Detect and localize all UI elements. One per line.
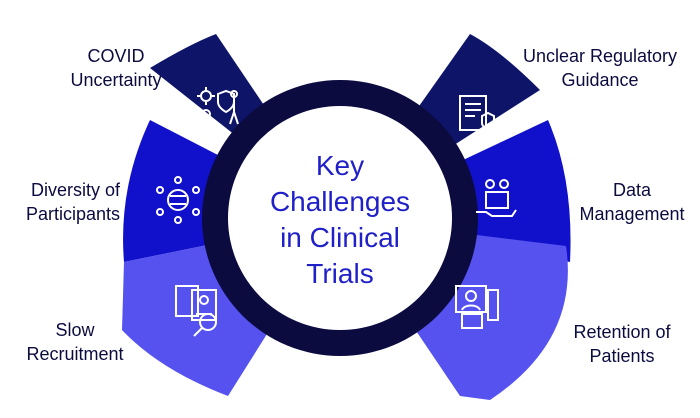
- center-circle: [228, 106, 452, 330]
- label-retention-line-2: Patients: [589, 346, 655, 366]
- label-data: Data Management: [570, 178, 694, 226]
- label-diversity-line-2: Participants: [25, 204, 120, 224]
- title-line-2: Challenges: [269, 186, 411, 217]
- patient-record-icon: [455, 285, 499, 329]
- hand-gears-box-icon: [476, 179, 517, 217]
- label-recruitment-line-1: Slow: [55, 320, 95, 340]
- profile-search-icon: [175, 285, 217, 337]
- virus-shield-person-icon: [197, 87, 239, 125]
- label-regulatory-line-2: Guidance: [561, 70, 639, 90]
- label-data-line-1: Data: [612, 180, 652, 200]
- label-covid-line-1: COVID: [87, 46, 145, 66]
- label-diversity: Diversity of Participants: [2, 178, 120, 226]
- diverse-people-globe-icon: [156, 176, 200, 224]
- label-data-line-2: Management: [579, 204, 685, 224]
- center-title: Key Challenges in Clinical Trials: [255, 148, 425, 292]
- label-recruitment: Slow Recruitment: [10, 318, 140, 366]
- title-line-4: Trials: [306, 258, 374, 289]
- document-shield-icon: [459, 95, 495, 132]
- label-retention-line-1: Retention of: [573, 322, 671, 342]
- label-diversity-line-1: Diversity of: [30, 180, 120, 200]
- label-covid: COVID Uncertainty: [56, 44, 176, 92]
- label-recruitment-line-2: Recruitment: [26, 344, 124, 364]
- label-retention: Retention of Patients: [556, 320, 688, 368]
- label-regulatory-line-1: Unclear Regulatory: [522, 46, 678, 66]
- label-regulatory: Unclear Regulatory Guidance: [505, 44, 695, 92]
- title-line-1: Key: [315, 150, 365, 181]
- title-line-3: in Clinical: [280, 222, 400, 253]
- label-covid-line-2: Uncertainty: [70, 70, 162, 90]
